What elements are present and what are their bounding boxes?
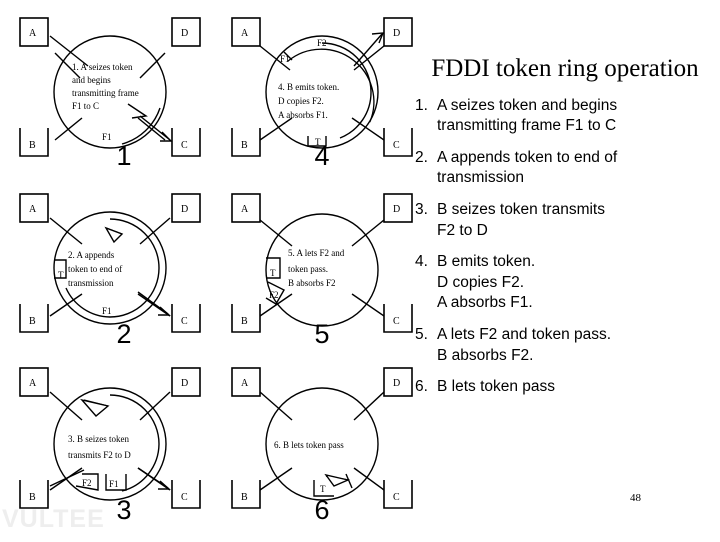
panel-number: 1 <box>116 141 132 171</box>
panel-number: 6 <box>314 495 330 525</box>
ring-text-line: B absorbs F2 <box>288 278 336 288</box>
node-label-a: A <box>241 204 249 215</box>
step-number: 6. <box>415 378 428 396</box>
ring-diagram-5: A D B C 5. A lets F2 and token pass. B a… <box>231 193 413 333</box>
node-label-a: A <box>241 378 249 389</box>
node-label-d: D <box>181 378 188 389</box>
node-label-c: C <box>181 316 188 327</box>
node-label-c: C <box>393 140 400 151</box>
ring-text-line: F1 to C <box>72 101 99 111</box>
ring-text-line: 4. B emits token. <box>278 82 339 92</box>
ring-diagram-4: A D B C 4. B emits token. D copies F2. A… <box>231 17 413 157</box>
page-title: FDDI token ring operation <box>431 55 699 82</box>
step-number: 1. <box>415 96 428 114</box>
node-label-b: B <box>29 316 36 327</box>
ring-text-line: token pass. <box>288 264 328 274</box>
step-number: 3. <box>415 200 428 218</box>
panel-number: 4 <box>314 141 330 171</box>
step-text: A seizes token and begins transmitting f… <box>437 96 618 135</box>
frame-label: F2 <box>269 290 279 300</box>
text-column: FDDI token ring operation 1. A seizes tok… <box>415 52 715 409</box>
diagram-panel-6: A D B C 6. B lets token pass T 6 <box>222 362 422 542</box>
step-item-1: 1. A seizes token and begins transmitting… <box>415 96 715 137</box>
ring-text-line: 5. A lets F2 and <box>288 248 345 258</box>
frame-label: F2 <box>317 38 327 48</box>
node-label-a: A <box>29 378 37 389</box>
step-number: 5. <box>415 325 428 343</box>
node-label-d: D <box>181 28 188 39</box>
step-text: B emits token. D copies F2. A absorbs F1… <box>437 253 536 312</box>
watermark-logo: VULTEE <box>2 505 105 533</box>
frame-label: T <box>270 268 276 278</box>
ring-text-line: and begins <box>72 75 111 85</box>
step-text: A lets F2 and token pass. B absorbs F2. <box>437 325 612 364</box>
ring-text-line: D copies F2. <box>278 96 324 106</box>
step-number: 4. <box>415 253 428 271</box>
ring-text-line: A absorbs F1. <box>278 110 328 120</box>
diagram-panel-2: A D B C 2. A appends token to end of tra… <box>10 186 210 366</box>
node-label-b: B <box>241 492 248 503</box>
node-label-b: B <box>241 140 248 151</box>
step-text: B seizes token transmits F2 to D <box>437 200 605 239</box>
frame-label: T <box>58 270 64 280</box>
ring-text-line: transmits F2 to D <box>68 450 131 460</box>
ring-text-line: transmission <box>68 278 114 288</box>
step-text: A appends token to end of transmission <box>437 148 618 187</box>
ring-text-line: token to end of <box>68 264 122 274</box>
node-label-c: C <box>181 140 188 151</box>
page-number: 48 <box>630 492 641 504</box>
frame-label: T <box>315 137 321 147</box>
node-label-d: D <box>393 378 400 389</box>
step-number: 2. <box>415 148 428 166</box>
step-item-3: 3. B seizes token transmits F2 to D <box>415 200 715 241</box>
ring-text-line: 3. B seizes token <box>68 434 129 444</box>
step-item-4: 4. B emits token. D copies F2. A absorbs … <box>415 252 715 314</box>
node-label-a: A <box>29 28 37 39</box>
frame-label: F1 <box>102 306 112 316</box>
diagram-panel-4: A D B C 4. B emits token. D copies F2. A… <box>222 8 422 188</box>
ring-diagram-2: A D B C 2. A appends token to end of tra… <box>19 193 201 333</box>
ring-text-line: 6. B lets token pass <box>274 440 344 450</box>
node-label-d: D <box>393 204 400 215</box>
panel-number: 3 <box>116 495 132 525</box>
node-label-b: B <box>29 140 36 151</box>
node-label-d: D <box>393 28 400 39</box>
ring-diagram-3: A D B C 3. B seizes token transmits F2 t… <box>19 367 201 509</box>
frame-label: F1 <box>102 132 112 142</box>
node-label-c: C <box>393 316 400 327</box>
ring-diagram-1: A D B C 1. A seizes token and begins tra… <box>19 17 201 157</box>
frame-label: F1 <box>280 54 290 64</box>
ring-text-line: 2. A appends <box>68 250 115 260</box>
node-label-b: B <box>241 316 248 327</box>
diagram-panel-3: A D B C 3. B seizes token transmits F2 t… <box>10 362 210 542</box>
panel-number: 2 <box>116 319 132 349</box>
node-label-a: A <box>29 204 37 215</box>
panel-number: 5 <box>314 319 330 349</box>
node-label-c: C <box>393 492 400 503</box>
node-label-a: A <box>241 28 249 39</box>
frame-label: T <box>320 484 326 494</box>
step-item-6: 6. B lets token pass <box>415 377 715 398</box>
frame-label: F1 <box>109 479 119 489</box>
diagram-panel-1: A D B C 1. A seizes token and begins tra… <box>10 8 210 188</box>
step-item-2: 2. A appends token to end of transmission <box>415 148 715 189</box>
step-item-5: 5. A lets F2 and token pass. B absorbs F2… <box>415 325 715 366</box>
node-label-b: B <box>29 492 36 503</box>
ring-text-line: 1. A seizes token <box>72 62 133 72</box>
ring-text-line: transmitting frame <box>72 88 139 98</box>
node-label-c: C <box>181 492 188 503</box>
diagram-panel-5: A D B C 5. A lets F2 and token pass. B a… <box>222 186 422 366</box>
ring-diagram-6: A D B C 6. B lets token pass T <box>231 367 413 509</box>
frame-label: F2 <box>82 478 92 488</box>
node-label-d: D <box>181 204 188 215</box>
step-text: B lets token pass <box>437 378 556 396</box>
